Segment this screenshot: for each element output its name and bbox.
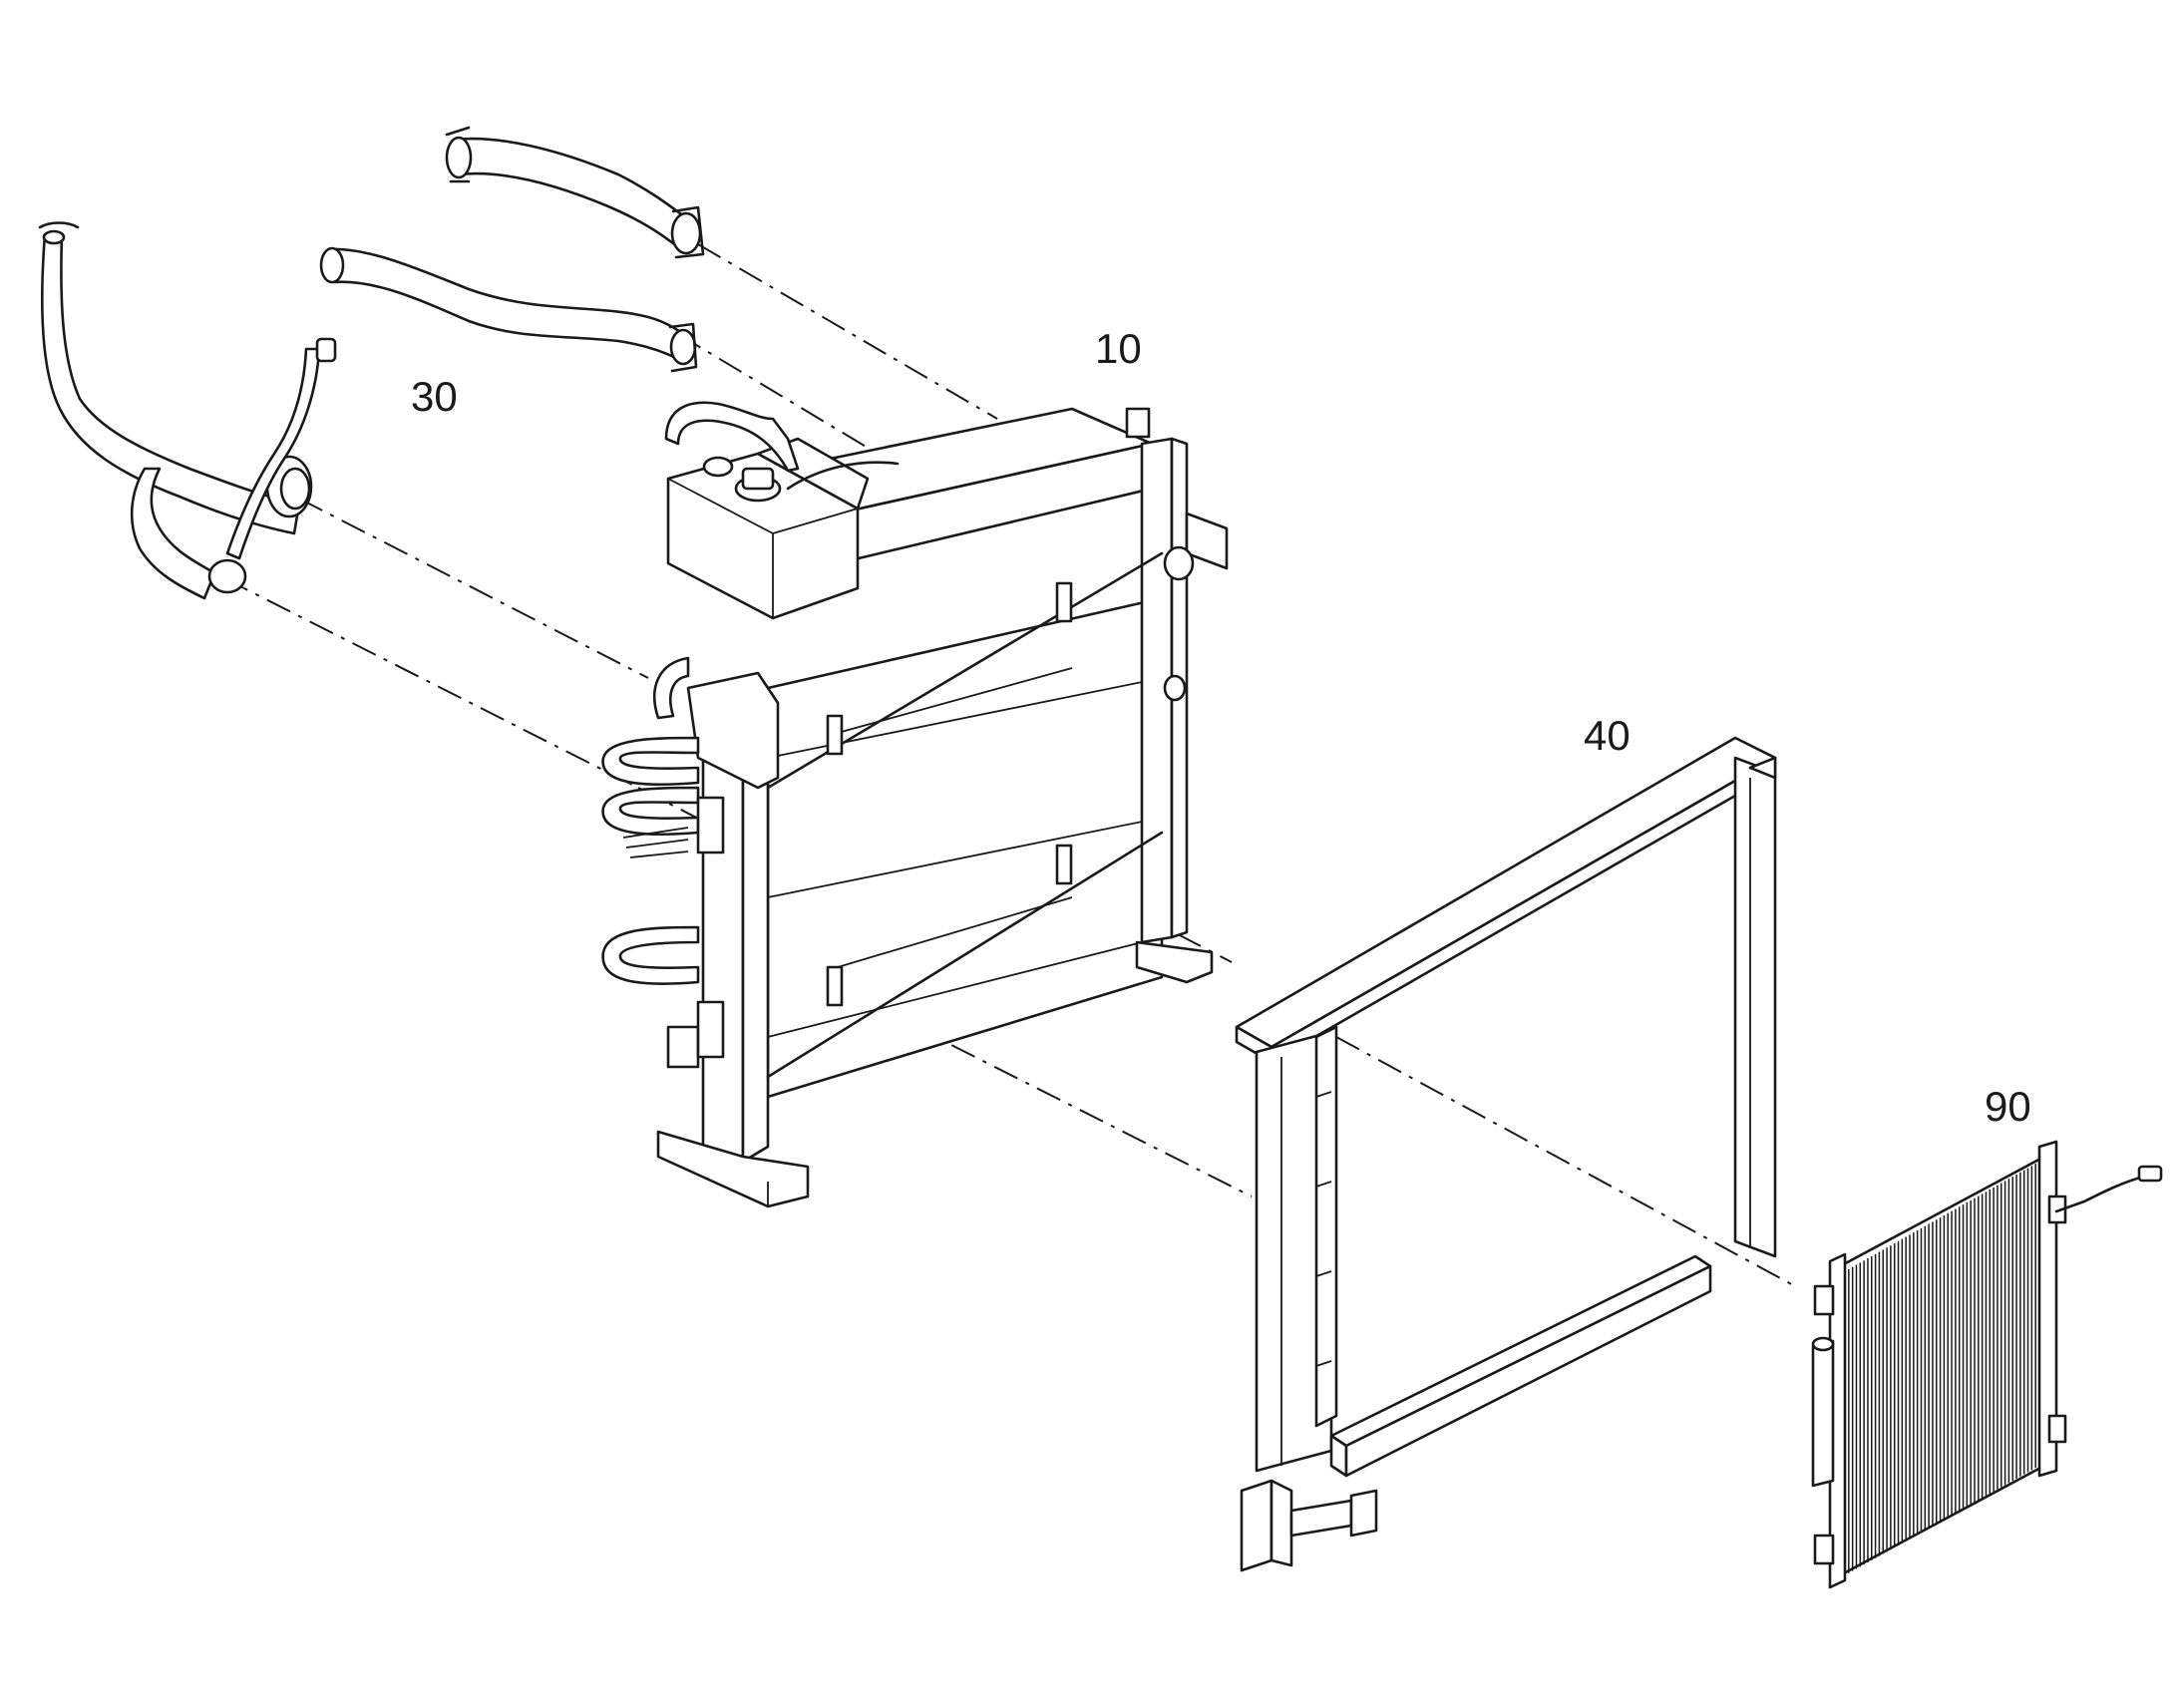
shroud-frame-40 [1235, 736, 1777, 1572]
condenser-fins [1844, 1162, 2040, 1575]
upper-hose-top [445, 126, 705, 259]
callout-40: 40 [1584, 712, 1631, 759]
condenser-90 [1811, 1140, 2163, 1589]
radiator-assembly-10 [601, 401, 1229, 1208]
callout-30: 30 [411, 373, 458, 420]
callout-10: 10 [1095, 325, 1142, 372]
callout-90: 90 [1985, 1083, 2031, 1130]
hose-assembly-30 [38, 221, 337, 600]
upper-hose-middle [319, 246, 698, 373]
